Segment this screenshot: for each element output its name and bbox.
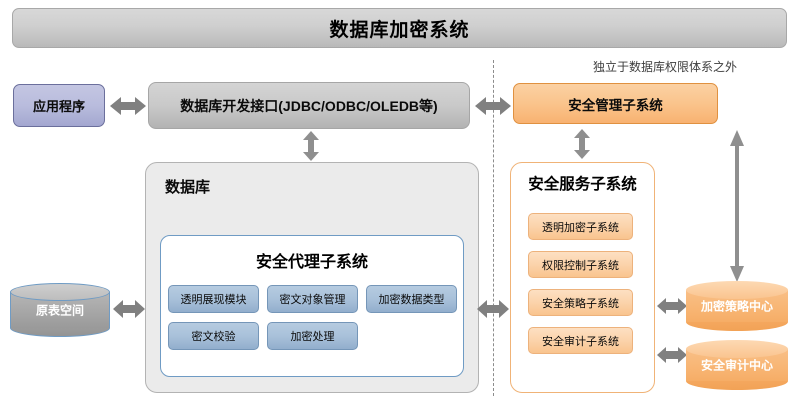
arrow-secmanager-to-service-icon	[572, 129, 592, 159]
application-program-label: 应用程序	[32, 99, 85, 114]
page-title: 数据库加密系统	[329, 19, 470, 41]
page-title-bar: 数据库加密系统	[12, 8, 787, 48]
security-agent-module-list: 透明展现模块 密文对象管理 加密数据类型 密文校验 加密处理	[168, 285, 460, 350]
encryption-policy-center-label: 加密策略中心	[700, 299, 773, 314]
agent-module-item[interactable]: 透明展现模块	[168, 285, 259, 313]
agent-module-item[interactable]: 密文校验	[168, 322, 259, 350]
original-tablespace-label: 原表空间	[35, 303, 84, 318]
cylinder-top-edge	[10, 283, 110, 301]
service-item[interactable]: 安全策略子系统	[528, 289, 633, 316]
cylinder-top-edge	[686, 340, 788, 358]
arrow-app-to-jdbc-icon	[110, 94, 146, 118]
service-item[interactable]: 权限控制子系统	[528, 251, 633, 278]
arrow-jdbc-to-security-manager-icon	[475, 94, 511, 118]
agent-module-item[interactable]: 加密处理	[267, 322, 358, 350]
security-manager-subsystem-box[interactable]: 安全管理子系统	[513, 83, 718, 124]
database-dev-interface-label: 数据库开发接口(JDBC/ODBC/OLEDB等)	[180, 97, 438, 114]
arrow-policy-subsystem-to-policy-center-icon	[657, 296, 687, 316]
security-audit-center-cylinder[interactable]: 安全审计中心	[686, 340, 788, 390]
security-agent-subsystem-title: 安全代理子系统	[255, 254, 368, 271]
database-label: 数据库	[165, 179, 211, 196]
database-dev-interface-box[interactable]: 数据库开发接口(JDBC/ODBC/OLEDB等)	[148, 82, 470, 129]
application-program-box[interactable]: 应用程序	[13, 84, 105, 127]
arrow-database-to-service-icon	[477, 298, 509, 320]
arrow-jdbc-to-database-icon	[300, 131, 322, 161]
original-tablespace-cylinder[interactable]: 原表空间	[10, 283, 110, 337]
dashed-divider	[493, 60, 494, 396]
security-service-subsystem-title: 安全服务子系统	[528, 176, 637, 193]
agent-module-item[interactable]: 加密数据类型	[366, 285, 457, 313]
security-audit-center-label: 安全审计中心	[700, 358, 773, 373]
encryption-policy-center-cylinder[interactable]: 加密策略中心	[686, 281, 788, 331]
arrow-tablespace-to-database-icon	[113, 298, 145, 320]
arrow-audit-subsystem-to-audit-center-icon	[657, 345, 687, 365]
security-manager-subsystem-label: 安全管理子系统	[568, 97, 663, 113]
service-item[interactable]: 透明加密子系统	[528, 213, 633, 240]
arrow-secmanager-to-policy-center-icon	[729, 130, 745, 282]
agent-module-item[interactable]: 密文对象管理	[267, 285, 358, 313]
service-item[interactable]: 安全审计子系统	[528, 327, 633, 354]
cylinder-top-edge	[686, 281, 788, 299]
security-service-item-list: 透明加密子系统 权限控制子系统 安全策略子系统 安全审计子系统	[528, 213, 638, 354]
independence-note: 独立于数据库权限体系之外	[592, 60, 737, 74]
